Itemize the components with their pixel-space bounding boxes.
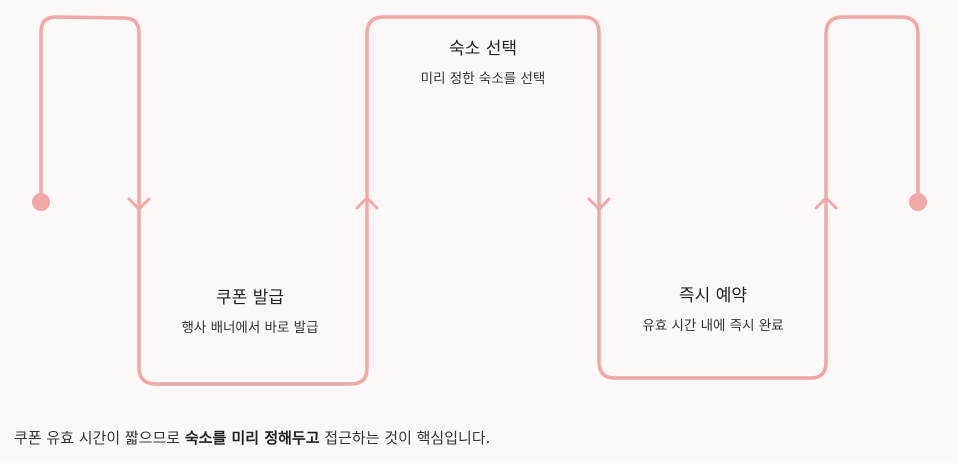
- step-description: 유효 시간 내에 즉시 완료: [642, 318, 784, 334]
- end-dot: [909, 193, 927, 211]
- step-title: 쿠폰 발급: [216, 288, 284, 308]
- wave-line: [39, 15, 920, 386]
- step-description: 미리 정한 숙소를 선택: [420, 71, 546, 87]
- step-description: 행사 배너에서 바로 발급: [181, 320, 319, 336]
- arrow-up-icon: [355, 196, 379, 210]
- step-title: 숙소 선택: [449, 39, 517, 59]
- start-dot: [32, 193, 50, 211]
- step-title: 즉시 예약: [679, 286, 747, 306]
- caption-bold: 숙소를 미리 정해두고: [184, 429, 320, 447]
- arrow-down-icon: [587, 197, 611, 211]
- caption-before: 쿠폰 유효 시간이 짧으므로: [14, 429, 185, 447]
- step-coupon-issue: 쿠폰 발급 행사 배너에서 바로 발급: [160, 287, 340, 337]
- caption-after: 접근하는 것이 핵심입니다.: [319, 429, 491, 447]
- step-select-lodging: 숙소 선택 미리 정한 숙소를 선택: [388, 38, 578, 88]
- arrow-down-icon: [127, 197, 151, 211]
- arrow-up-icon: [814, 196, 838, 210]
- step-instant-booking: 즉시 예약 유효 시간 내에 즉시 완료: [620, 285, 806, 335]
- caption-text: 쿠폰 유효 시간이 짧으므로 숙소를 미리 정해두고 접근하는 것이 핵심입니다…: [14, 427, 490, 448]
